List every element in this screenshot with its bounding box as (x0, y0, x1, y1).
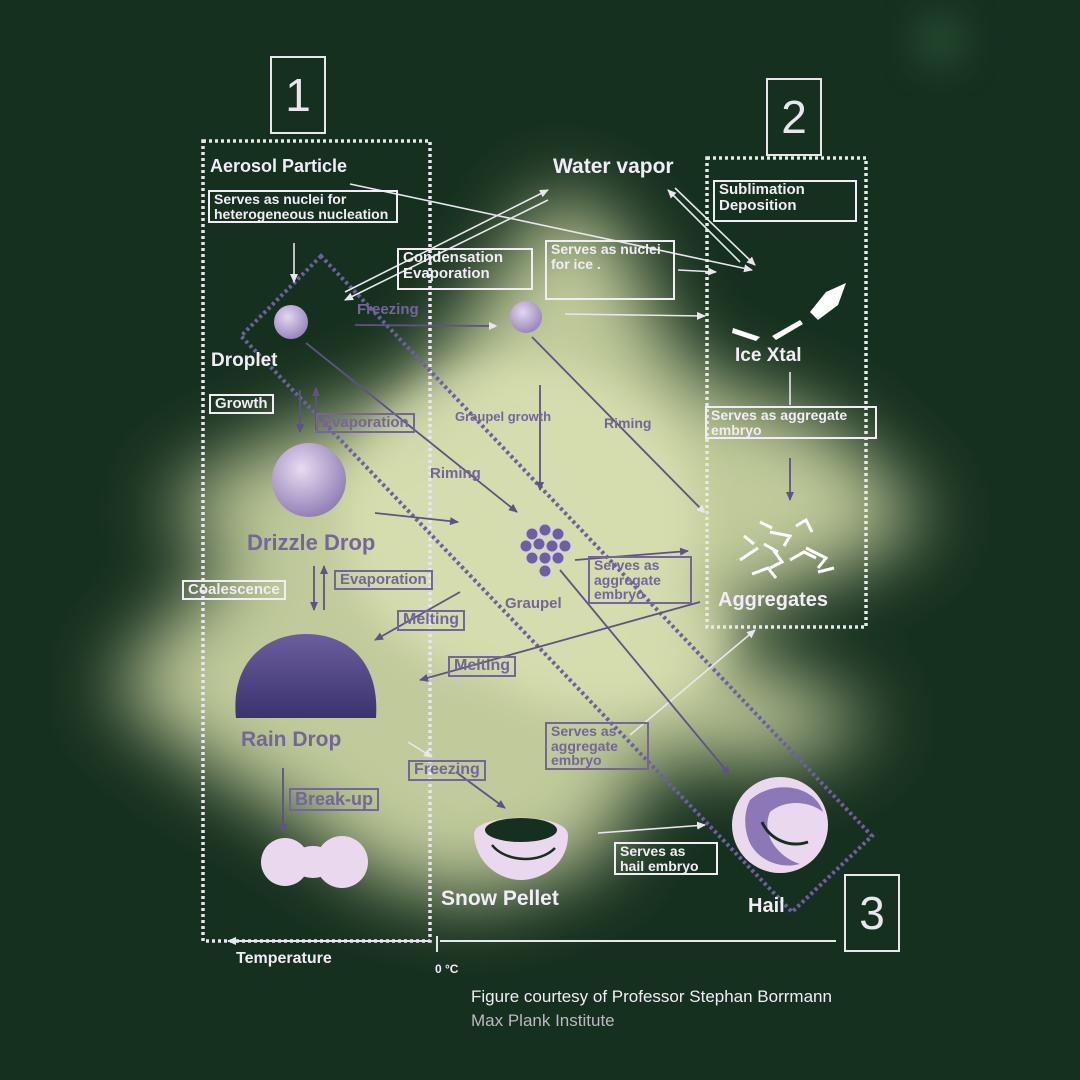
aggregates-particle (739, 517, 835, 579)
box-sublimation-deposition: Sublimation Deposition (713, 180, 857, 222)
label-deposition: Deposition (719, 196, 797, 214)
label-freezing-top: Freezing (357, 301, 419, 318)
label-evaporation-low: Evaporation (334, 570, 433, 590)
region-number-3: 3 (844, 874, 900, 952)
label-growth: Growth (209, 394, 274, 414)
box-condensation-evaporation: Condensation Evaporation (397, 248, 533, 290)
label-riming-mid: Riming (430, 465, 481, 482)
label-ice-xtal: Ice Xtal (735, 345, 802, 366)
ice-crystal-particle (732, 283, 846, 341)
label-evaporation-top: Evaporation (403, 264, 490, 282)
label-condensation: Condensation (403, 249, 503, 266)
region-2-box (705, 156, 868, 629)
label-zero-celsius: 0 °C (435, 962, 459, 976)
label-droplet: Droplet (211, 350, 278, 371)
break-up-drops (261, 836, 368, 888)
label-sublimation: Sublimation (719, 181, 805, 198)
credit-line-1: Figure courtesy of Professor Stephan Bor… (471, 987, 832, 1006)
label-water-vapor: Water vapor (553, 155, 674, 178)
label-hail: Hail (748, 895, 785, 917)
label-nuclei-ice: Serves as nuclei for ice . (545, 240, 675, 300)
label-nuclei-heterogeneous: Serves as nuclei for heterogeneous nucle… (208, 190, 398, 224)
label-melting-1: Melting (397, 610, 465, 631)
hail-particle (732, 777, 828, 873)
label-freezing-low: Freezing (408, 760, 486, 781)
label-snow-pellet: Snow Pellet (441, 887, 559, 910)
label-aggregate-embryo-low: Serves as aggregate embryo (545, 722, 649, 771)
label-coalescence: Coalescence (182, 580, 286, 600)
snow-pellet-particle (473, 817, 568, 880)
label-graupel-growth: Graupel growth (455, 409, 552, 424)
label-aggregate-embryo-right: Serves as aggregate embryo (705, 406, 877, 440)
rain-drop-particle (235, 634, 377, 718)
label-hail-embryo: Serves as hail embryo (614, 842, 718, 876)
drizzle-drop-particle (272, 443, 346, 517)
label-riming-right: Riming (604, 415, 652, 431)
label-melting-2: Melting (448, 656, 516, 677)
droplet-particle (274, 305, 308, 339)
region-number-2: 2 (766, 78, 822, 156)
label-break-up: Break-up (289, 788, 380, 811)
label-graupel: Graupel (505, 595, 562, 612)
label-aerosol-particle: Aerosol Particle (210, 156, 348, 176)
label-temperature: Temperature (236, 950, 332, 967)
label-aggregates: Aggregates (718, 589, 829, 611)
label-drizzle-drop: Drizzle Drop (247, 530, 376, 555)
label-rain-drop: Rain Drop (241, 728, 342, 751)
label-aggregate-embryo-mid: Serves as aggregate embryo (588, 556, 692, 605)
ice-nucleus-particle (510, 301, 542, 333)
graupel-particle (519, 523, 572, 578)
credit-line-2: Max Plank Institute (471, 1011, 615, 1030)
label-evaporation-mid: Evaporation (316, 413, 415, 433)
region-number-1: 1 (270, 56, 326, 134)
